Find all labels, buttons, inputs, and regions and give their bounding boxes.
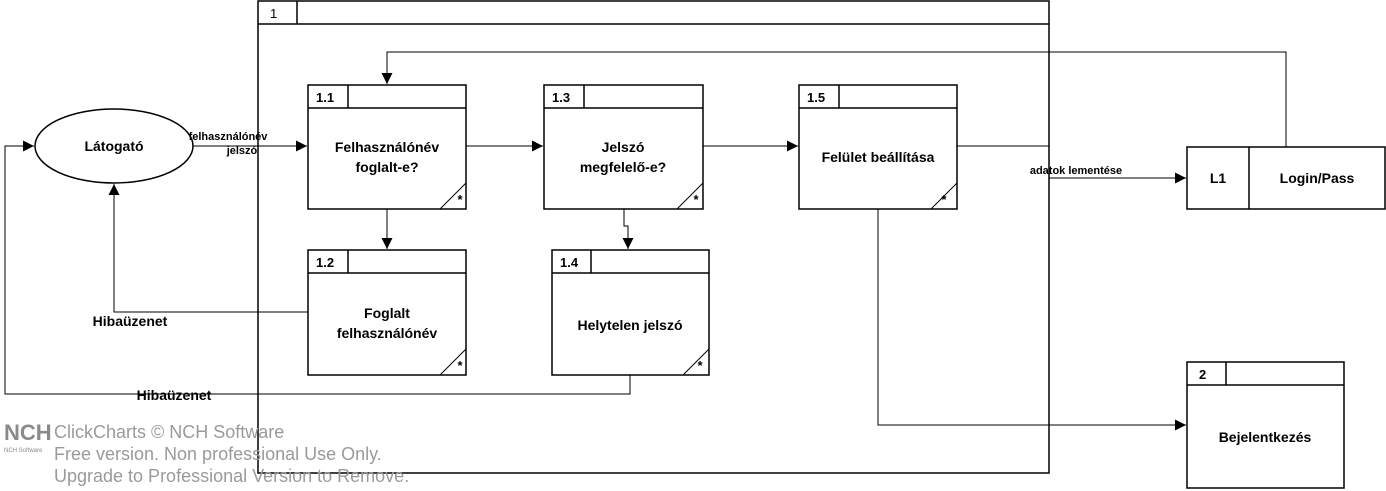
watermark: NCH NCH Software ClickCharts © NCH Softw… xyxy=(4,420,409,486)
process-marker: * xyxy=(697,358,703,373)
flow-1-2-to-visitor xyxy=(108,184,308,313)
process-1-1[interactable]: 1.1 Felhasználónév foglalt-e? * xyxy=(307,84,467,210)
flows xyxy=(4,51,1287,431)
process-1-5[interactable]: 1.5 Felület beállítása * xyxy=(798,84,958,210)
process-label-line1: Helytelen jelszó xyxy=(577,317,682,333)
process-1-4[interactable]: 1.4 Helytelen jelszó * xyxy=(551,249,710,376)
watermark-line2: Free version. Non professional Use Only. xyxy=(54,444,382,464)
process-id: 1.1 xyxy=(316,90,334,105)
process-id: 1.5 xyxy=(807,90,825,105)
flow-1-5-to-2 xyxy=(877,209,1186,431)
process-2[interactable]: 2 Bejelentkezés xyxy=(1186,361,1345,489)
process-marker: * xyxy=(941,192,947,207)
flow-1-5-to-datastore xyxy=(957,145,1186,184)
process-id: 2 xyxy=(1199,367,1206,382)
process-1-2[interactable]: 1.2 Foglalt felhasználónév * xyxy=(307,249,467,376)
process-label-line1: Jelszó xyxy=(602,139,645,155)
container-id: 1 xyxy=(270,6,277,21)
process-id: 1.2 xyxy=(316,255,334,270)
process-label-line2: felhasználónév xyxy=(337,325,438,341)
process-label-line1: Foglalt xyxy=(364,305,410,321)
process-label-line1: Felület beállítása xyxy=(822,149,935,165)
entity-label: Látogató xyxy=(84,138,143,154)
flow-1-3-to-1-4 xyxy=(622,209,634,249)
process-marker: * xyxy=(457,358,463,373)
flow-1-4-to-visitor xyxy=(4,140,631,395)
flow-label-username: felhasználónév xyxy=(189,131,269,143)
container-process-1[interactable]: 1 xyxy=(257,0,1050,474)
watermark-logo: NCH xyxy=(4,420,52,445)
process-marker: * xyxy=(457,192,463,207)
flow-label-password: jelszó xyxy=(226,145,258,157)
datastore-label: Login/Pass xyxy=(1280,170,1355,186)
datastore-login-pass[interactable]: L1 Login/Pass xyxy=(1186,146,1386,210)
flow-label-save: adatok lementése xyxy=(1030,165,1122,177)
entity-visitor[interactable]: Látogató xyxy=(34,108,194,184)
watermark-line3: Upgrade to Professional Version to Remov… xyxy=(54,466,409,486)
process-label-line2: megfelelő-e? xyxy=(580,159,666,175)
process-marker: * xyxy=(693,192,699,207)
watermark-logo-sub: NCH Software xyxy=(4,448,43,454)
flow-label-error-1: Hibaüzenet xyxy=(93,313,168,329)
flow-datastore-to-1-1 xyxy=(381,51,1287,147)
process-label-line2: foglalt-e? xyxy=(356,159,419,175)
process-id: 1.4 xyxy=(560,255,579,270)
process-1-3[interactable]: 1.3 Jelszó megfelelő-e? * xyxy=(543,84,704,210)
watermark-line1: ClickCharts © NCH Software xyxy=(54,422,284,442)
datastore-id: L1 xyxy=(1210,170,1227,186)
process-label-line1: Bejelentkezés xyxy=(1219,429,1312,445)
process-label-line1: Felhasználónév xyxy=(335,139,439,155)
flow-label-error-2: Hibaüzenet xyxy=(137,387,212,403)
process-id: 1.3 xyxy=(552,90,570,105)
